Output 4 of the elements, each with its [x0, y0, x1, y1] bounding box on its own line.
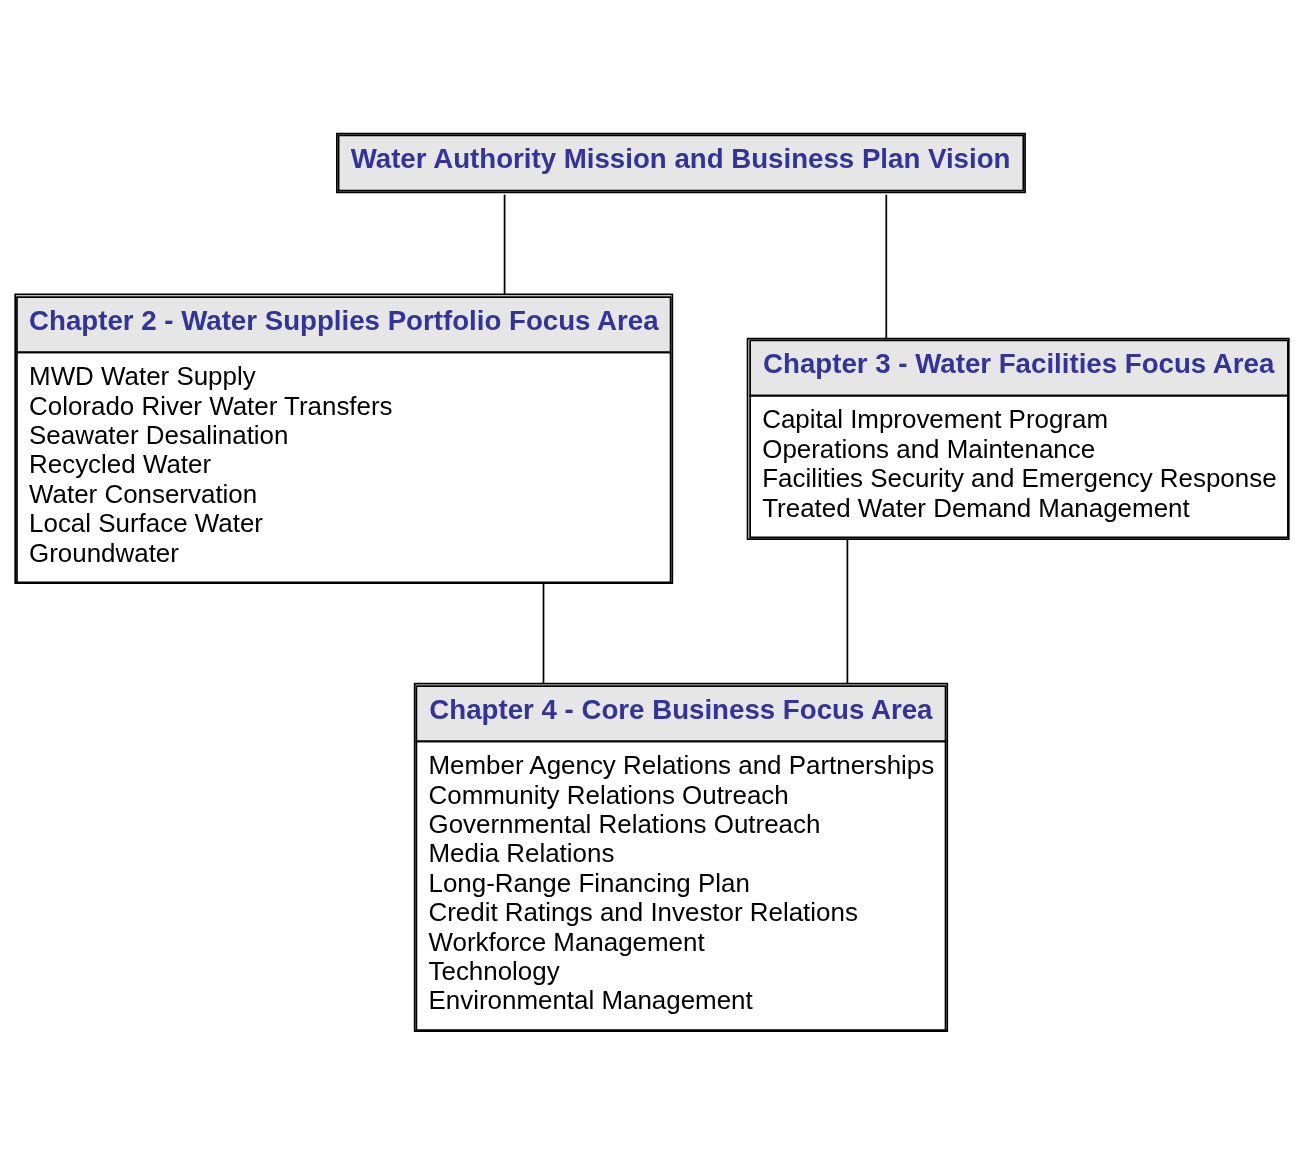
connector: [846, 538, 849, 684]
connector: [885, 193, 888, 339]
connector: [542, 582, 545, 684]
connector: [503, 193, 506, 295]
